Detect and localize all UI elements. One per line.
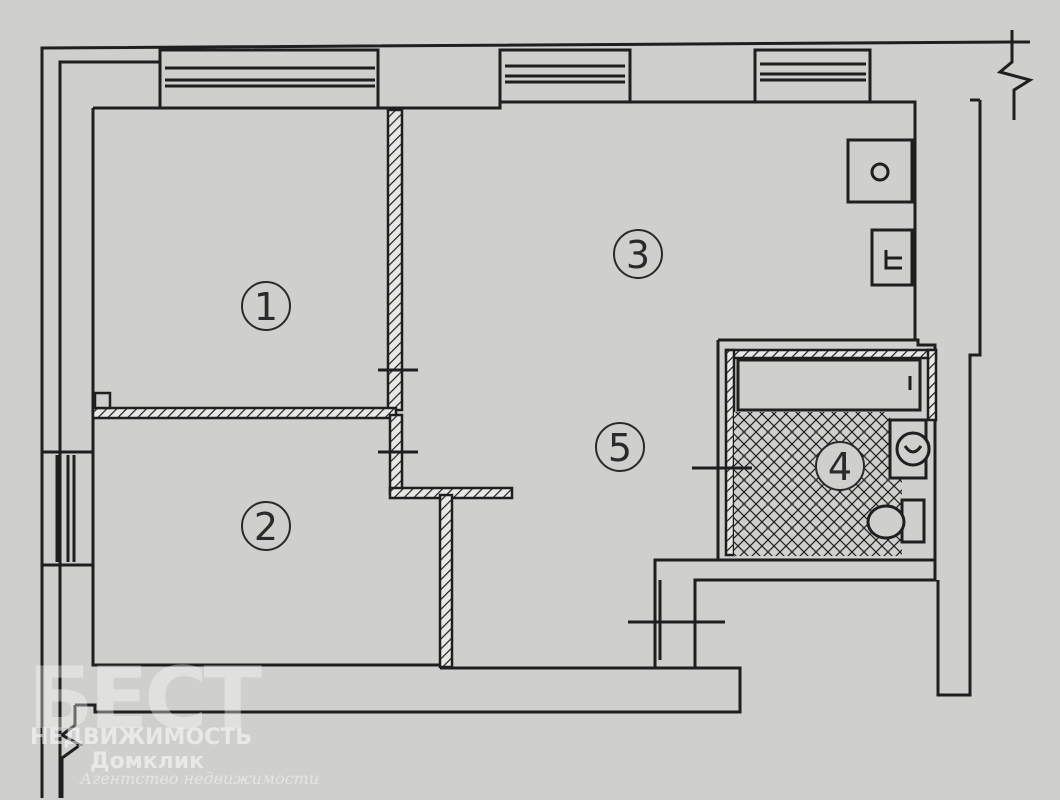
- window-top-right: [753, 48, 872, 104]
- room-3-number: 3: [626, 233, 650, 277]
- room-4-number: 4: [828, 445, 852, 489]
- room-2-number: 2: [254, 505, 278, 549]
- room-1-number: 1: [254, 285, 278, 329]
- watermark-line-2: Домклик: [90, 749, 204, 774]
- watermark-line-1: НЕДВИЖИМОСТЬ: [30, 725, 252, 750]
- partition-walls: [91, 108, 514, 669]
- bathroom-tiles: [724, 348, 938, 557]
- room-5-number: 5: [608, 426, 632, 470]
- window-left: [40, 450, 95, 567]
- watermark-logo: БЕСТ НЕДВИЖИМОСТЬ Домклик Агентство недв…: [28, 649, 319, 788]
- watermark-logo-text: БЕСТ: [28, 649, 262, 749]
- room-5-label: 5: [595, 422, 645, 472]
- room-labels: 1 2 3 4 5: [241, 229, 865, 551]
- window-top-left: [158, 48, 380, 110]
- room-2-label: 2: [241, 501, 291, 551]
- room-1-label: 1: [241, 281, 291, 331]
- door-markers: [378, 368, 752, 624]
- stove-icon: [870, 228, 914, 287]
- sink-icon: [846, 138, 914, 204]
- room-3-label: 3: [613, 229, 663, 279]
- window-top-middle: [498, 48, 632, 104]
- room-4-label: 4: [815, 441, 865, 491]
- watermark-line-3: Агентство недвижимости: [79, 769, 319, 788]
